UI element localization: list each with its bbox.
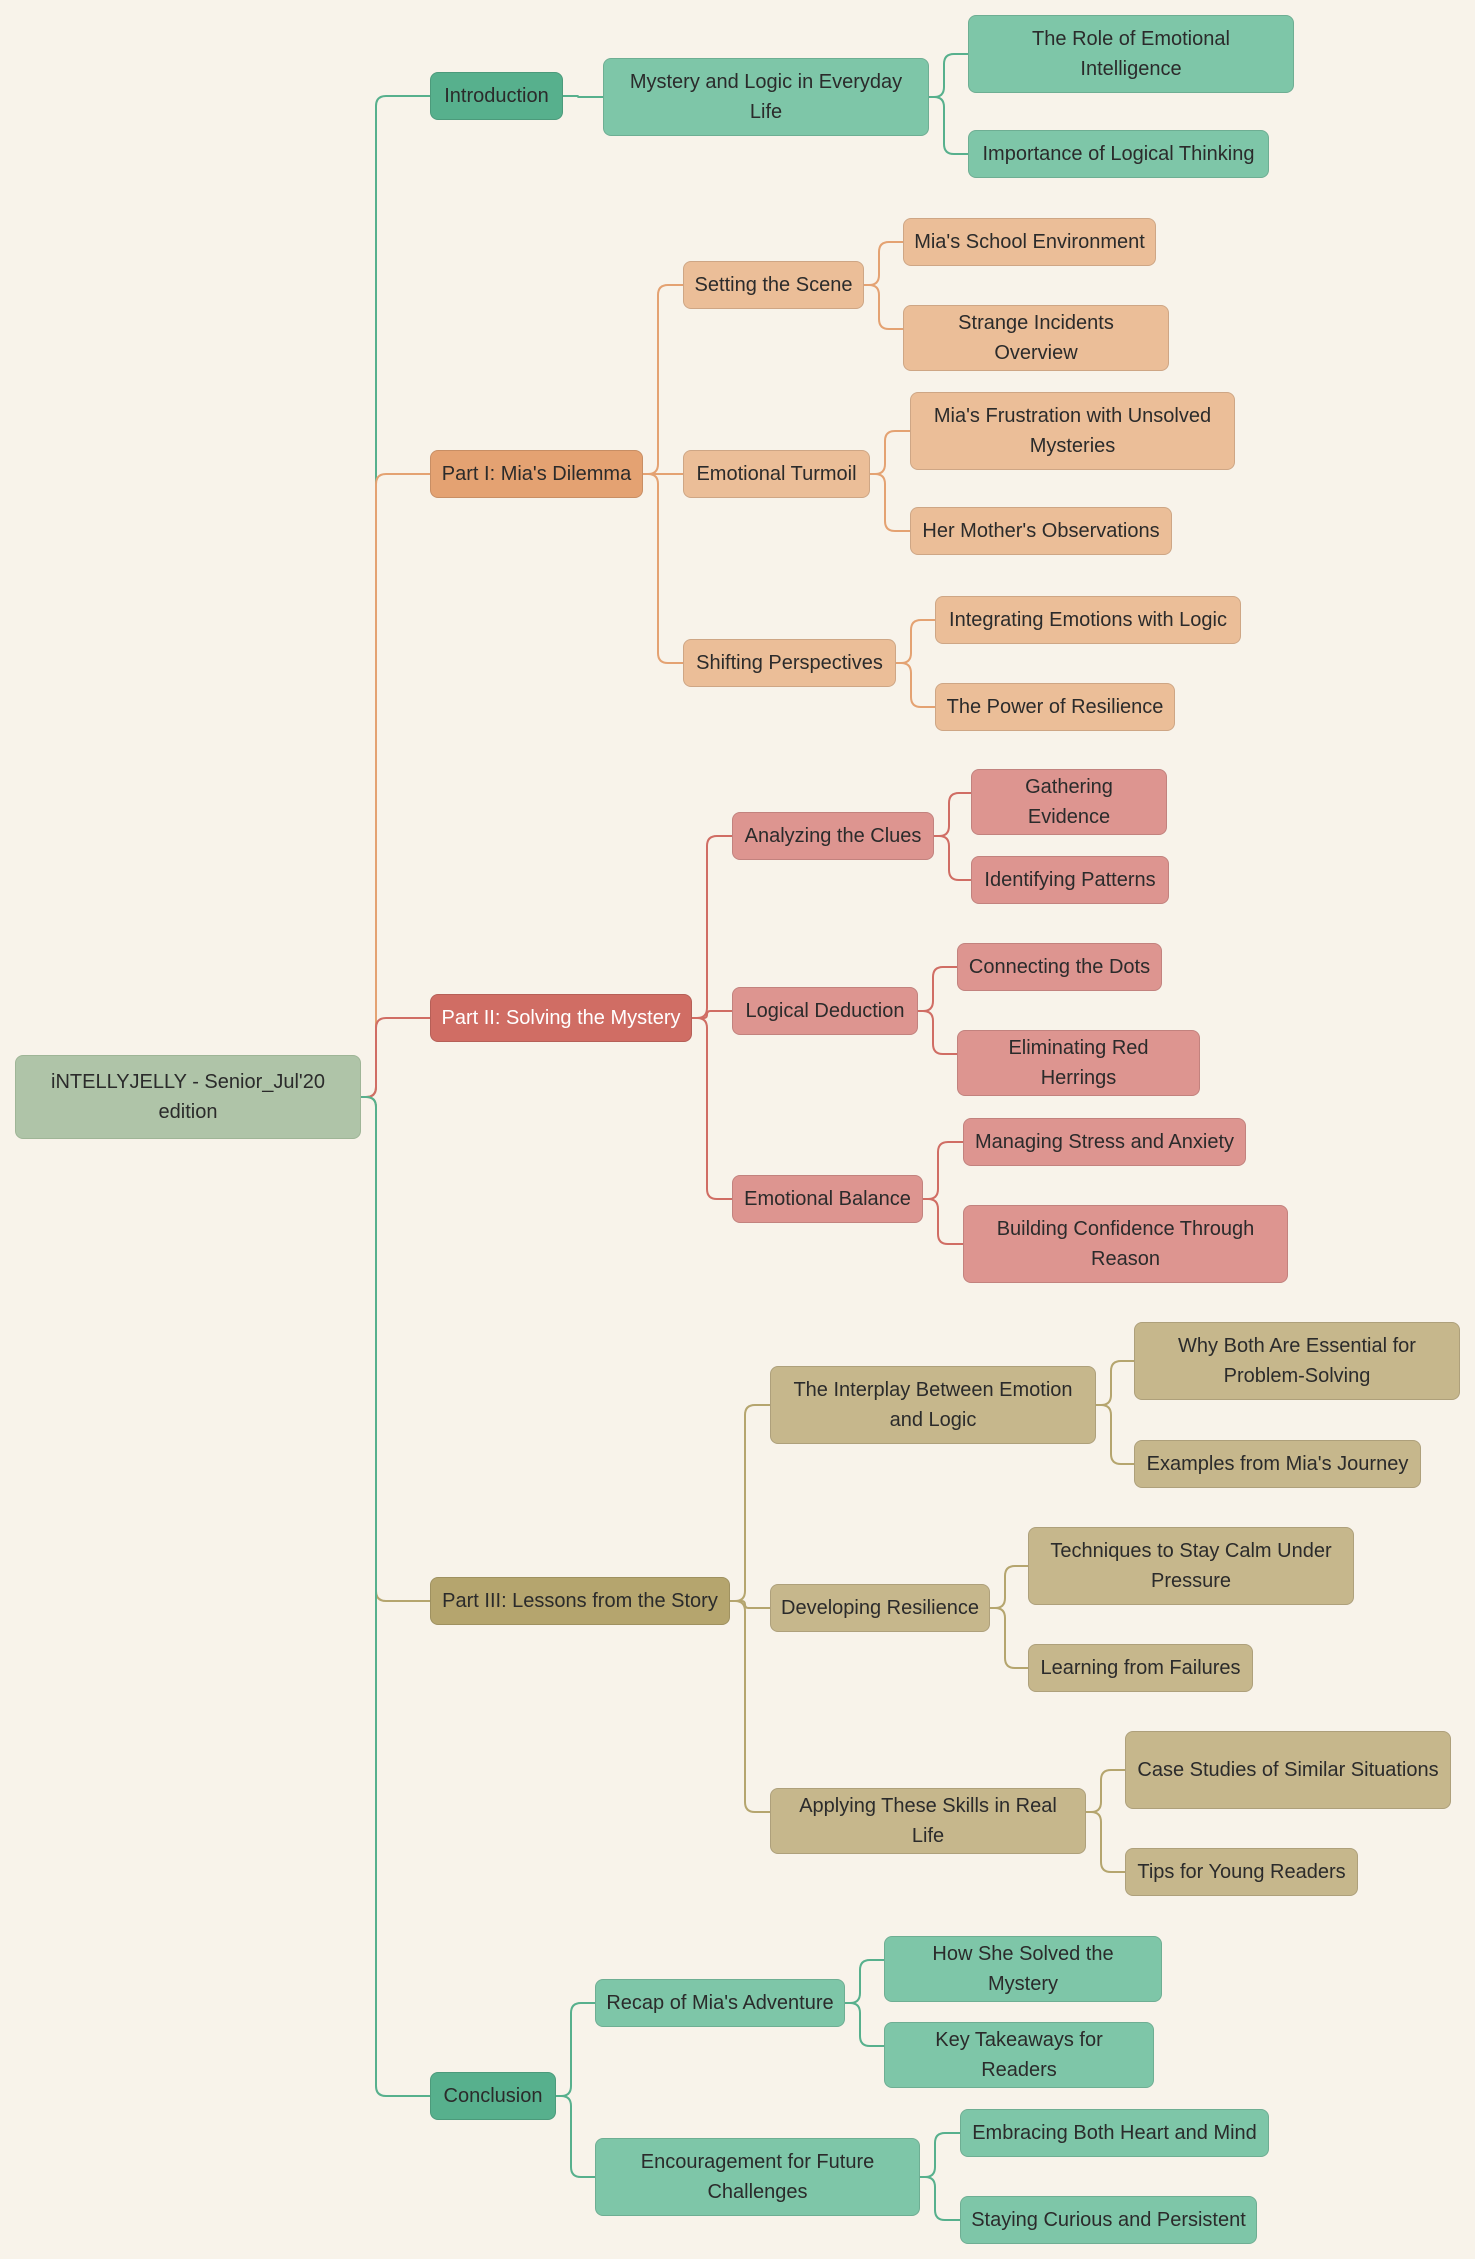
root-node[interactable]: iNTELLYJELLY - Senior_Jul'20 edition (15, 1055, 361, 1139)
connector-p2-topic-0 (692, 835, 732, 1019)
connector-concl-topic-0-sub-0 (845, 1959, 884, 2004)
connector-p3-topic-1-sub-1 (990, 1607, 1028, 1669)
branch-conclusion[interactable]: Conclusion (430, 2072, 556, 2120)
topic-analyzing-clues[interactable]: Analyzing the Clues (732, 812, 934, 860)
connector-p2-topic-0-sub-1 (934, 835, 971, 881)
subtopic-curious-persistent[interactable]: Staying Curious and Persistent (960, 2196, 1257, 2244)
connector-p1-topic-0 (643, 284, 683, 475)
subtopic-gathering-evidence[interactable]: Gathering Evidence (971, 769, 1167, 835)
connector-p1-topic-1-sub-0 (870, 430, 910, 475)
topic-recap-adventure[interactable]: Recap of Mia's Adventure (595, 1979, 845, 2027)
topic-emotional-turmoil[interactable]: Emotional Turmoil (683, 450, 870, 498)
connector-root-concl (361, 1096, 430, 2097)
connector-p2-topic-1-sub-0 (918, 966, 957, 1012)
connector-p2-topic-0-sub-0 (934, 792, 971, 837)
connector-concl-topic-1 (556, 2095, 595, 2178)
connector-intro-topic-0-sub-0 (929, 53, 968, 98)
branch-part-2[interactable]: Part II: Solving the Mystery (430, 994, 692, 1042)
topic-interplay[interactable]: The Interplay Between Emotion and Logic (770, 1366, 1096, 1444)
subtopic-red-herrings[interactable]: Eliminating Red Herrings (957, 1030, 1200, 1096)
topic-encouragement[interactable]: Encouragement for Future Challenges (595, 2138, 920, 2216)
subtopic-key-takeaways[interactable]: Key Takeaways for Readers (884, 2022, 1154, 2088)
connector-p1-topic-2-sub-1 (896, 662, 935, 708)
connector-p1-topic-2 (643, 473, 683, 664)
topic-shifting-perspectives[interactable]: Shifting Perspectives (683, 639, 896, 687)
topic-developing-resilience[interactable]: Developing Resilience (770, 1584, 990, 1632)
connector-p2-topic-2-sub-0 (923, 1141, 963, 1200)
subtopic-strange-incidents[interactable]: Strange Incidents Overview (903, 305, 1169, 371)
connector-p3-topic-1 (730, 1600, 770, 1609)
subtopic-examples-journey[interactable]: Examples from Mia's Journey (1134, 1440, 1421, 1488)
topic-logical-deduction[interactable]: Logical Deduction (732, 987, 918, 1035)
subtopic-building-confidence[interactable]: Building Confidence Through Reason (963, 1205, 1288, 1283)
connector-p3-topic-2-sub-1 (1086, 1811, 1125, 1873)
subtopic-importance-of-logical-thinking[interactable]: Importance of Logical Thinking (968, 130, 1269, 178)
subtopic-why-both-essential[interactable]: Why Both Are Essential for Problem-Solvi… (1134, 1322, 1460, 1400)
connector-p2-topic-1 (692, 1010, 732, 1019)
branch-introduction[interactable]: Introduction (430, 72, 563, 120)
branch-part-3[interactable]: Part III: Lessons from the Story (430, 1577, 730, 1625)
topic-setting-the-scene[interactable]: Setting the Scene (683, 261, 864, 309)
connector-concl-topic-1-sub-1 (920, 2176, 960, 2221)
subtopic-stay-calm[interactable]: Techniques to Stay Calm Under Pressure (1028, 1527, 1354, 1605)
connector-p3-topic-0-sub-0 (1096, 1360, 1134, 1406)
connector-root-p3 (361, 1096, 430, 1602)
connector-intro-topic-0-sub-1 (929, 96, 968, 155)
subtopic-how-she-solved[interactable]: How She Solved the Mystery (884, 1936, 1162, 2002)
topic-mystery-and-logic[interactable]: Mystery and Logic in Everyday Life (603, 58, 929, 136)
connector-p2-topic-2 (692, 1017, 732, 1200)
connector-p3-topic-0 (730, 1404, 770, 1602)
connector-p1-topic-0-sub-1 (864, 284, 903, 330)
connector-concl-topic-0-sub-1 (845, 2002, 884, 2047)
connector-p1-topic-0-sub-0 (864, 241, 903, 286)
branch-part-1[interactable]: Part I: Mia's Dilemma (430, 450, 643, 498)
connector-p3-topic-2-sub-0 (1086, 1769, 1125, 1813)
subtopic-power-of-resilience[interactable]: The Power of Resilience (935, 683, 1175, 731)
connector-p3-topic-1-sub-0 (990, 1565, 1028, 1609)
connector-p3-topic-2 (730, 1600, 770, 1813)
subtopic-frustration[interactable]: Mia's Frustration with Unsolved Mysterie… (910, 392, 1235, 470)
subtopic-connecting-dots[interactable]: Connecting the Dots (957, 943, 1162, 991)
subtopic-tips-young-readers[interactable]: Tips for Young Readers (1125, 1848, 1358, 1896)
subtopic-managing-stress[interactable]: Managing Stress and Anxiety (963, 1118, 1246, 1166)
connector-p3-topic-0-sub-1 (1096, 1404, 1134, 1465)
connector-p2-topic-1-sub-1 (918, 1010, 957, 1055)
connector-concl-topic-0 (556, 2002, 595, 2097)
connector-p1-topic-1-sub-1 (870, 473, 910, 532)
subtopic-case-studies[interactable]: Case Studies of Similar Situations (1125, 1731, 1451, 1809)
topic-applying-skills[interactable]: Applying These Skills in Real Life (770, 1788, 1086, 1854)
subtopic-school-environment[interactable]: Mia's School Environment (903, 218, 1156, 266)
topic-emotional-balance[interactable]: Emotional Balance (732, 1175, 923, 1223)
subtopic-identifying-patterns[interactable]: Identifying Patterns (971, 856, 1169, 904)
subtopic-mother-observations[interactable]: Her Mother's Observations (910, 507, 1172, 555)
connector-root-intro (361, 95, 430, 1098)
connector-concl-topic-1-sub-0 (920, 2132, 960, 2178)
connector-root-p2 (361, 1017, 430, 1098)
connector-p1-topic-2-sub-0 (896, 619, 935, 664)
subtopic-role-of-emotional-intelligence[interactable]: The Role of Emotional Intelligence (968, 15, 1294, 93)
subtopic-learning-failures[interactable]: Learning from Failures (1028, 1644, 1253, 1692)
connector-intro-topic-0 (563, 95, 603, 98)
connector-root-p1 (361, 473, 430, 1098)
connector-p2-topic-2-sub-1 (923, 1198, 963, 1245)
subtopic-integrating-emotions[interactable]: Integrating Emotions with Logic (935, 596, 1241, 644)
subtopic-heart-and-mind[interactable]: Embracing Both Heart and Mind (960, 2109, 1269, 2157)
